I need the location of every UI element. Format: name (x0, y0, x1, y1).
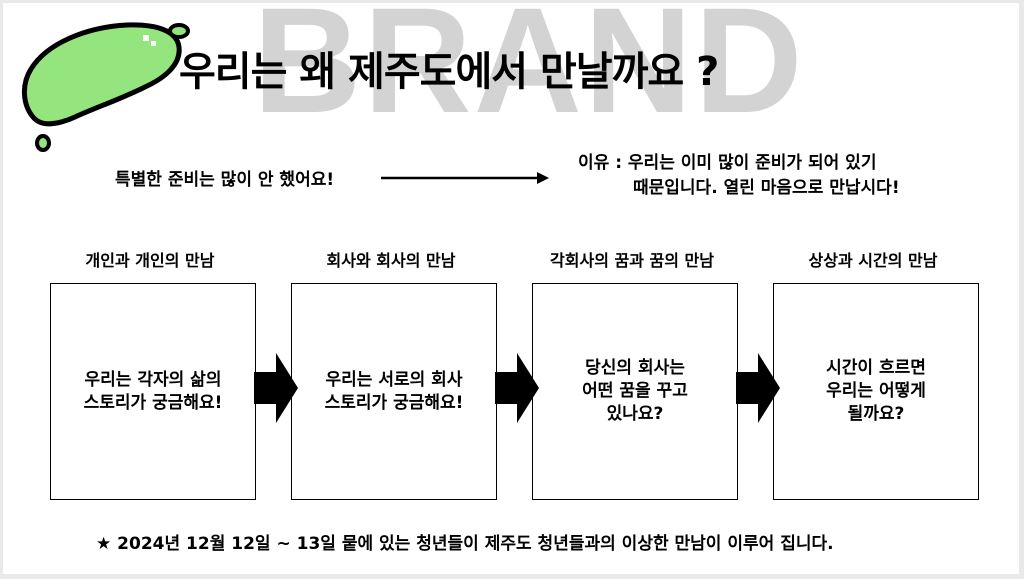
note-right-line2: 때문입니다. 열린 마음으로 만납시다! (633, 178, 900, 198)
footer-note: ★ 2024년 12월 12일 ~ 13일 뭍에 있는 청년들이 제주도 청년들… (96, 534, 834, 554)
column-label-4: 상상과 시간의 만남 (808, 251, 938, 270)
box-1-text: 우리는 각자의 삶의 스토리가 궁금해요! (83, 369, 223, 413)
column-label-2: 회사와 회사의 만남 (326, 251, 456, 270)
brand-watermark: BRAND (253, 3, 805, 144)
note-right: 이유 : 우리는 이미 많이 준비가 되어 있기 때문입니다. 열린 마음으로 … (578, 151, 900, 201)
box-4: 시간이 흐르면 우리는 어떻게 될까요? (773, 283, 979, 500)
column-label-1: 개인과 개인의 만남 (85, 251, 215, 270)
box-3: 당신의 회사는 어떤 꿈을 꾸고 있나요? (532, 283, 738, 500)
page-title: 우리는 왜 제주도에서 만날까요 ? (179, 49, 719, 95)
slide: BRAND 우리는 왜 제주도에서 만날까요 ? 특별한 준비는 많이 안 했어… (3, 3, 1019, 574)
jeju-island-icon (22, 22, 190, 152)
box-2-text: 우리는 서로의 회사 스토리가 궁금해요! (324, 369, 464, 413)
right-arrow-icon (381, 172, 549, 184)
note-right-line1: 이유 : 우리는 이미 많이 준비가 되어 있기 (578, 153, 877, 173)
note-left: 특별한 준비는 많이 안 했어요! (115, 170, 335, 190)
box-2: 우리는 서로의 회사 스토리가 궁금해요! (291, 283, 497, 500)
block-arrow-icon (254, 353, 298, 423)
box-3-text: 당신의 회사는 어떤 꿈을 꾸고 있나요? (582, 358, 688, 424)
column-label-3: 각회사의 꿈과 꿈의 만남 (550, 251, 714, 270)
box-4-text: 시간이 흐르면 우리는 어떻게 될까요? (826, 358, 926, 424)
box-1: 우리는 각자의 삶의 스토리가 궁금해요! (50, 283, 256, 500)
block-arrow-icon (736, 353, 780, 423)
block-arrow-icon (495, 353, 539, 423)
